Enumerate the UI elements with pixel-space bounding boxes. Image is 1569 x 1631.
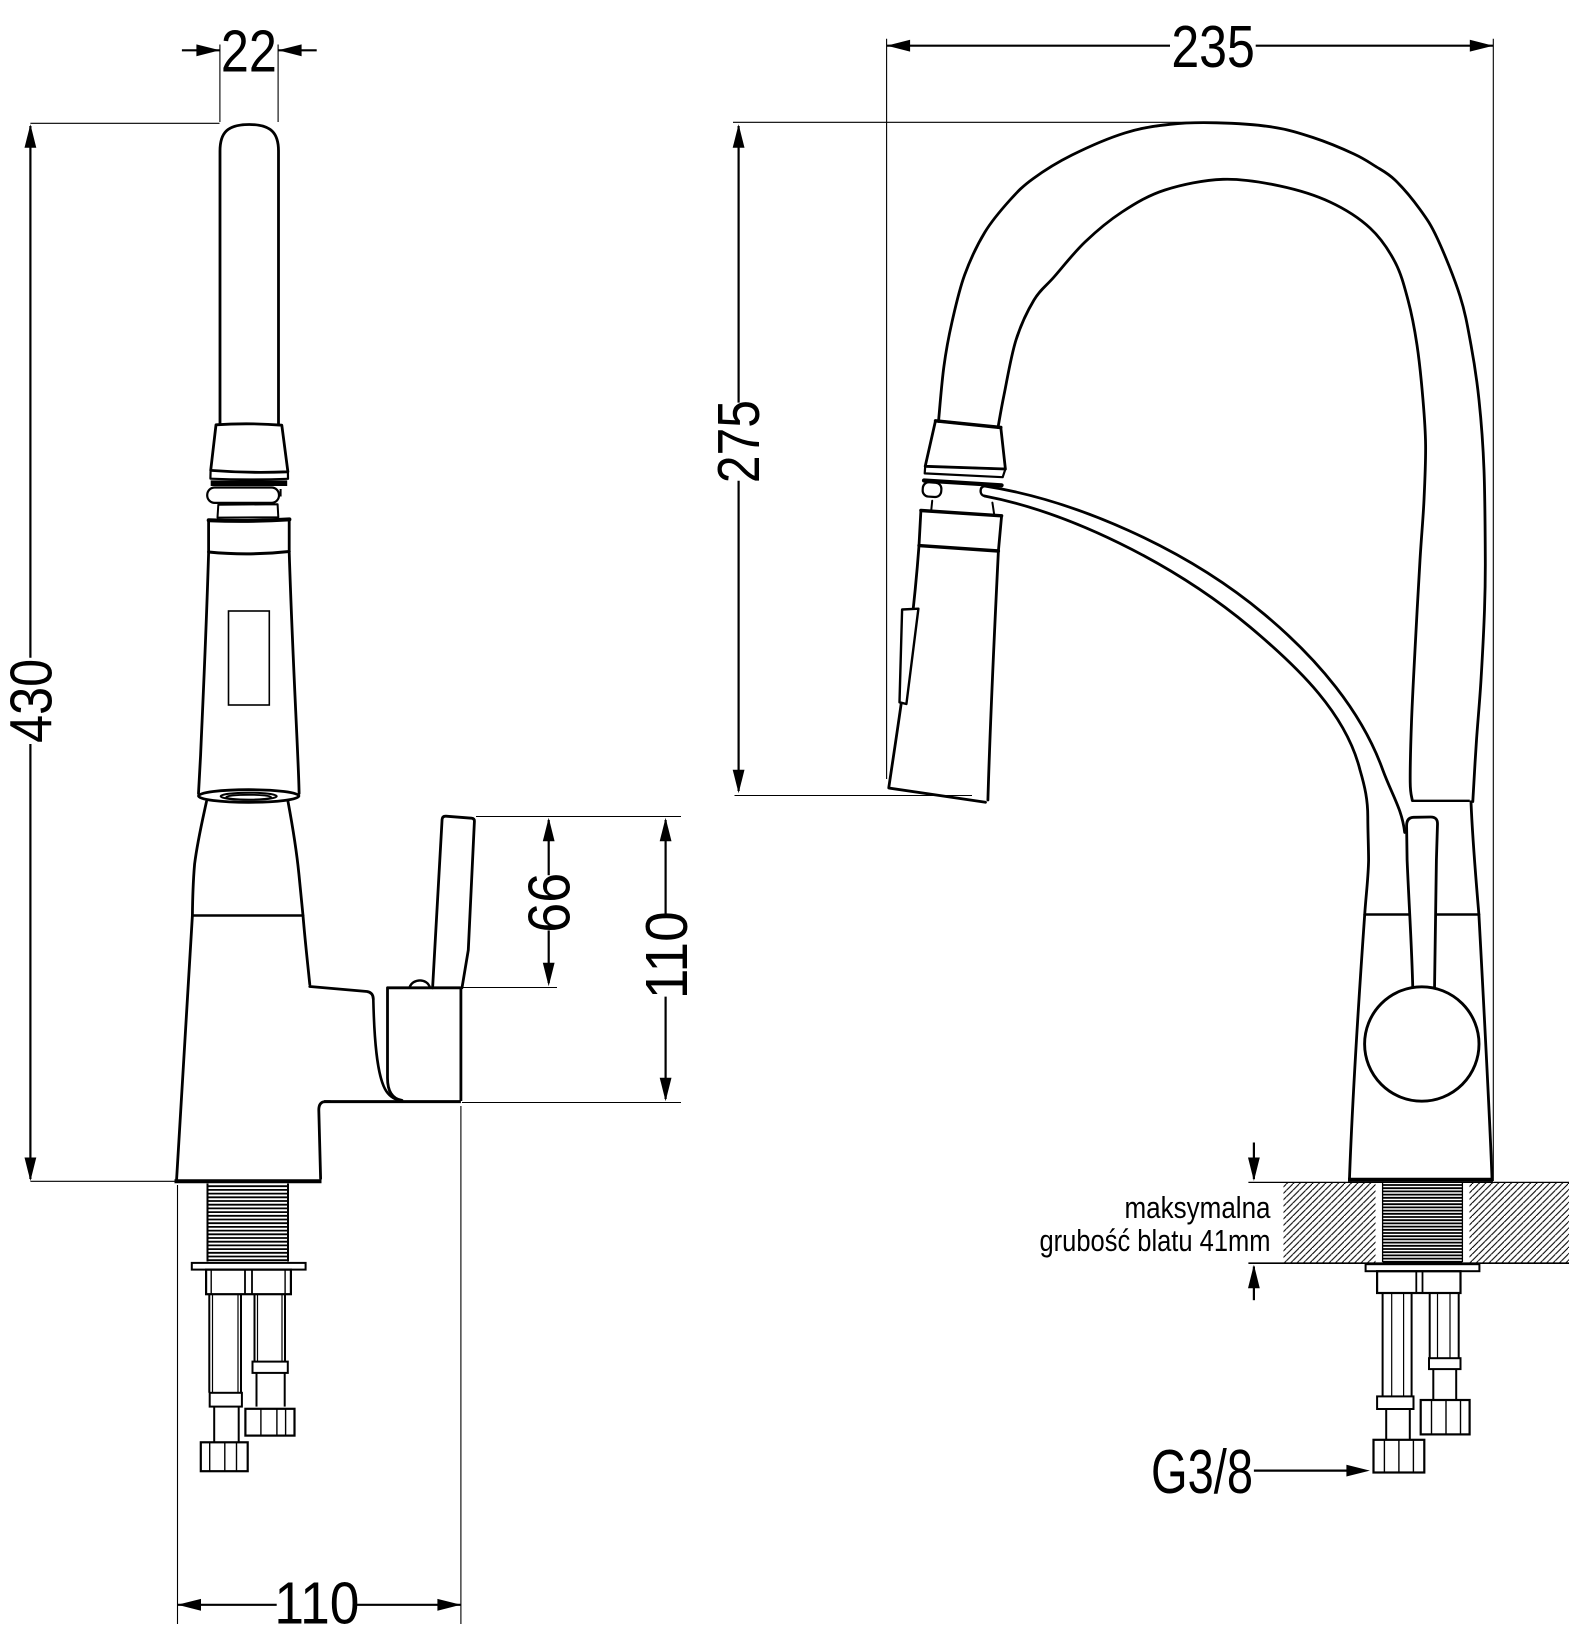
svg-text:430: 430: [0, 659, 65, 743]
svg-text:maksymalna: maksymalna: [1125, 1190, 1272, 1225]
svg-text:275: 275: [706, 400, 772, 483]
svg-text:grubość blatu 41mm: grubość blatu 41mm: [1040, 1223, 1271, 1258]
svg-text:110: 110: [274, 1571, 359, 1631]
svg-text:235: 235: [1171, 14, 1255, 80]
svg-text:G3/8: G3/8: [1151, 1438, 1253, 1507]
svg-text:66: 66: [516, 873, 582, 933]
svg-text:22: 22: [221, 18, 277, 84]
svg-text:110: 110: [634, 911, 700, 999]
